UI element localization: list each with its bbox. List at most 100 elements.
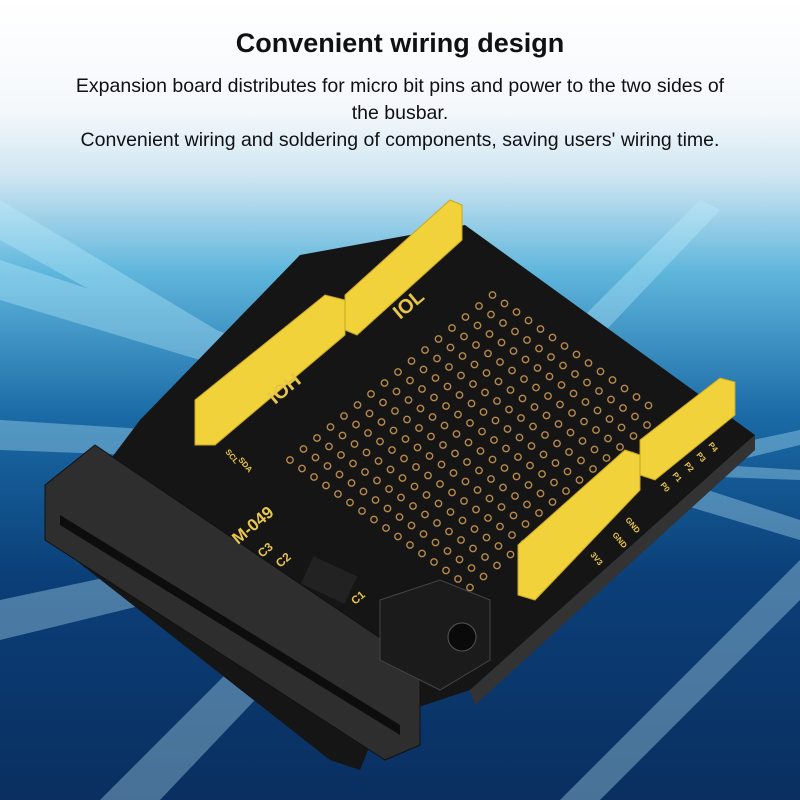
proto-hole <box>380 379 389 387</box>
proto-hole <box>346 498 354 507</box>
proto-hole <box>590 445 599 454</box>
proto-hole <box>476 447 485 455</box>
header-power <box>517 449 641 601</box>
proto-hole <box>530 403 539 411</box>
proto-hole <box>485 494 494 503</box>
proto-hole <box>514 453 522 461</box>
proto-hole <box>559 361 567 370</box>
proto-hole <box>430 393 438 402</box>
proto-hole <box>550 478 558 487</box>
proto-hole <box>496 358 504 366</box>
proto-hole <box>460 332 468 341</box>
proto-hole <box>632 393 641 401</box>
proto-hole <box>557 381 566 389</box>
proto-hole <box>494 542 503 550</box>
proto-hole <box>521 355 530 364</box>
proto-hole <box>379 398 387 407</box>
proto-hole <box>397 493 405 502</box>
proto-hole <box>505 405 513 414</box>
proto-hole <box>536 325 545 333</box>
pcb-edge <box>470 435 755 705</box>
proto-hole <box>311 453 320 462</box>
proto-hole <box>406 541 414 549</box>
proto-hole <box>509 347 518 355</box>
proto-hole <box>457 536 465 544</box>
proto-hole <box>418 385 426 393</box>
proto-hole <box>526 461 534 470</box>
proto-hole <box>491 416 500 425</box>
proto-hole <box>643 421 651 429</box>
proto-hole <box>553 439 561 448</box>
proto-hole <box>563 467 572 476</box>
proto-hole <box>439 441 447 449</box>
proto-hole <box>472 341 480 349</box>
proto-hole <box>604 434 612 443</box>
header: Convenient wiring design Expansion board… <box>0 28 800 154</box>
proto-hole <box>488 455 497 464</box>
proto-hole <box>499 483 507 492</box>
proto-hole <box>349 459 357 468</box>
proto-hole <box>446 508 455 516</box>
proto-hole <box>469 380 477 388</box>
proto-hole <box>581 398 590 406</box>
proto-hole <box>500 299 509 308</box>
proto-hole <box>593 406 602 415</box>
proto-hole <box>412 463 420 471</box>
proto-hole <box>562 487 570 495</box>
proto-hole <box>583 378 591 387</box>
proto-hole <box>419 365 428 374</box>
proto-hole <box>538 470 546 478</box>
proto-hole <box>566 428 575 437</box>
proto-hole <box>473 321 482 330</box>
proto-hole <box>605 415 614 423</box>
proto-hole <box>497 503 506 511</box>
proto-hole <box>482 369 491 377</box>
proto-hole <box>406 376 414 385</box>
proto-hole <box>428 413 437 421</box>
proto-hole <box>499 319 507 327</box>
proto-hole <box>551 459 560 467</box>
proto-hole <box>460 497 468 505</box>
proto-hole <box>458 516 467 525</box>
proto-hole <box>383 504 392 513</box>
proto-hole <box>442 566 450 575</box>
proto-hole <box>539 450 548 459</box>
proto-hole <box>455 555 464 564</box>
proto-hole <box>472 505 480 514</box>
proto-hole <box>596 367 605 376</box>
proto-hole <box>548 333 557 342</box>
proto-hole <box>502 444 510 453</box>
edge-connector-slot <box>60 515 400 735</box>
proto-hole <box>434 499 443 508</box>
proto-hole <box>481 388 489 397</box>
proto-hole <box>520 375 528 383</box>
proto-hole <box>517 414 525 422</box>
proto-hole <box>487 310 495 319</box>
proto-hole <box>529 422 537 431</box>
proto-hole <box>373 476 381 485</box>
proto-hole <box>382 524 390 532</box>
proto-hole <box>337 451 345 459</box>
proto-hole <box>602 454 611 462</box>
proto-hole <box>466 583 474 592</box>
proto-hole <box>394 532 402 541</box>
proto-hole <box>364 429 372 437</box>
proto-hole <box>463 458 471 466</box>
description-line-1: Expansion board distributes for micro bi… <box>75 75 725 97</box>
proto-hole <box>362 448 371 457</box>
proto-hole <box>508 366 516 375</box>
proto-hole <box>584 359 593 367</box>
proto-hole <box>569 389 578 398</box>
proto-hole <box>430 558 438 566</box>
proto-hole <box>347 479 356 487</box>
proto-hole <box>427 432 435 441</box>
proto-hole <box>518 394 527 403</box>
proto-hole <box>407 521 416 530</box>
proto-hole <box>452 430 461 438</box>
proto-hole <box>454 410 462 419</box>
proto-hole <box>515 433 524 442</box>
proto-hole <box>353 401 362 409</box>
proto-hole <box>442 402 450 410</box>
proto-hole <box>560 342 569 350</box>
proto-holes <box>286 291 663 592</box>
